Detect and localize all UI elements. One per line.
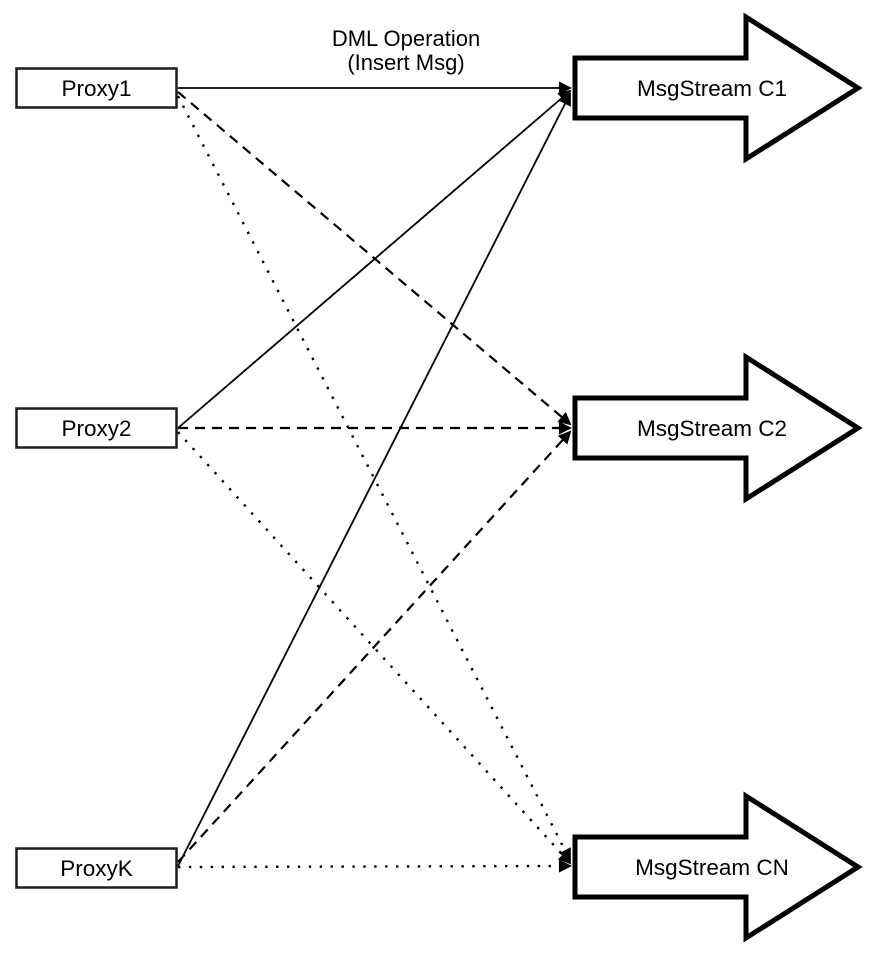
proxy-box <box>15 407 178 449</box>
proxy-label-proxyk: ProxyK <box>60 856 133 881</box>
stream-label-cn: MsgStream CN <box>635 855 789 880</box>
proxy-node-proxy2: Proxy2 <box>15 407 178 449</box>
stream-label-c1: MsgStream C1 <box>637 76 787 101</box>
edge-proxyk-msgstream-cn <box>177 859 572 873</box>
stream-label-c2: MsgStream C2 <box>637 416 787 441</box>
proxy-node-proxyk: ProxyK <box>15 847 178 889</box>
edges <box>176 81 572 873</box>
edge-proxyk-msgstream-c2 <box>177 430 572 863</box>
proxy-box <box>15 847 178 889</box>
proxy-box <box>15 67 178 109</box>
block-arrow-icon <box>572 791 863 943</box>
caption-line2: (Insert Msg) <box>347 50 464 75</box>
block-arrow-icon <box>572 12 863 164</box>
edge-proxy1-msgstream-cn <box>176 95 572 862</box>
caption: DML Operation (Insert Msg) <box>332 26 480 75</box>
block-arrow-icon <box>572 352 863 504</box>
edge-proxy2-msgstream-c1 <box>177 89 572 429</box>
stream-node-msgstream-cn: MsgStream CN <box>572 791 863 943</box>
stream-node-msgstream-c1: MsgStream C1 <box>572 12 863 164</box>
proxy-label-proxy1: Proxy1 <box>61 76 131 101</box>
proxy-node-proxy1: Proxy1 <box>15 67 178 109</box>
edge-proxy1-msgstream-c2 <box>177 91 572 426</box>
edge-proxyk-msgstream-c1 <box>177 92 571 867</box>
proxy-label-proxy2: Proxy2 <box>61 416 131 441</box>
caption-line1: DML Operation <box>332 26 480 51</box>
stream-node-msgstream-c2: MsgStream C2 <box>572 352 863 504</box>
